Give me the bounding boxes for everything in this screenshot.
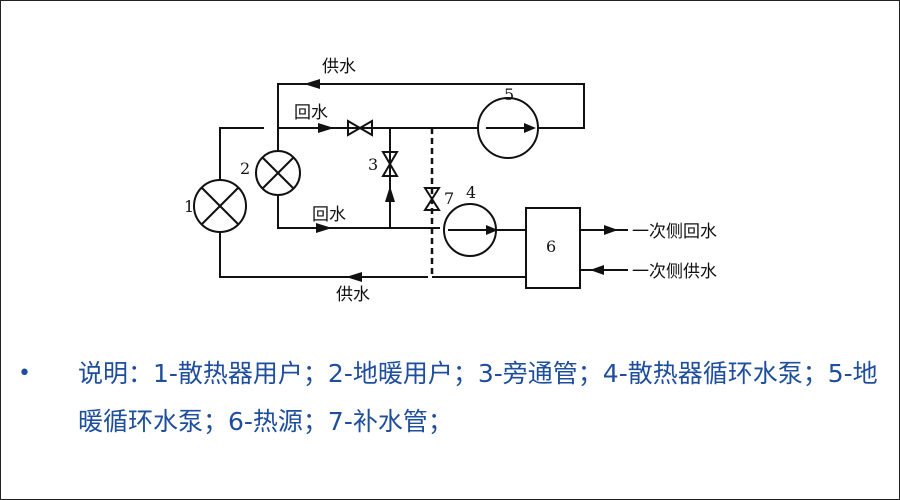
- return-upper-arrow: [318, 123, 334, 133]
- number-2: 2: [240, 159, 250, 178]
- user-2-cross-b: [262, 157, 294, 189]
- pump-4-arrow: [486, 225, 498, 235]
- makeup-valve-7: [423, 187, 441, 211]
- return-lower-arrow: [316, 223, 332, 233]
- label-return-upper: 回水: [294, 103, 328, 123]
- primary-supply-arrow: [590, 265, 604, 275]
- upper-return-valve: [347, 119, 373, 137]
- user-1-cross-b: [201, 187, 239, 225]
- legend-text: 说明：1-散热器用户；2-地暖用户；3-旁通管；4-散热器循环水泵；5-地暖循环…: [78, 359, 878, 436]
- heating-system-diagram: 供水 回水 回水 供水 一次侧回水 一次侧供水 1 2 3 4 5 6 7: [184, 57, 717, 305]
- number-3: 3: [368, 155, 378, 174]
- number-7: 7: [444, 189, 454, 208]
- label-supply-top: 供水: [322, 57, 356, 77]
- supply-top-arrow: [304, 79, 320, 89]
- supply-bottom-arrow: [346, 272, 362, 282]
- number-5: 5: [504, 85, 514, 104]
- user-1-lower-pipe: [219, 232, 428, 278]
- user-2-lower-pipe: [277, 195, 440, 229]
- number-6: 6: [546, 237, 556, 256]
- label-return-lower: 回水: [312, 205, 346, 225]
- heat-source-6: [525, 207, 581, 289]
- user-1-upper-pipe: [219, 127, 264, 180]
- pump-5-arrow: [524, 123, 536, 133]
- bullet-point: •: [18, 361, 31, 386]
- label-supply-bottom: 供水: [336, 285, 370, 305]
- legend-note: • 说明：1-散热器用户；2-地暖用户；3-旁通管；4-散热器循环水泵；5-地暖…: [18, 350, 888, 446]
- label-primary-supply: 一次侧供水: [632, 262, 717, 282]
- number-4: 4: [466, 183, 476, 202]
- bypass-valve-3: [381, 151, 399, 177]
- bypass-arrow: [385, 186, 395, 202]
- supply-pipe-top: [277, 83, 585, 152]
- number-1: 1: [184, 197, 194, 216]
- primary-return-arrow: [604, 225, 618, 235]
- label-primary-return: 一次侧回水: [632, 222, 717, 242]
